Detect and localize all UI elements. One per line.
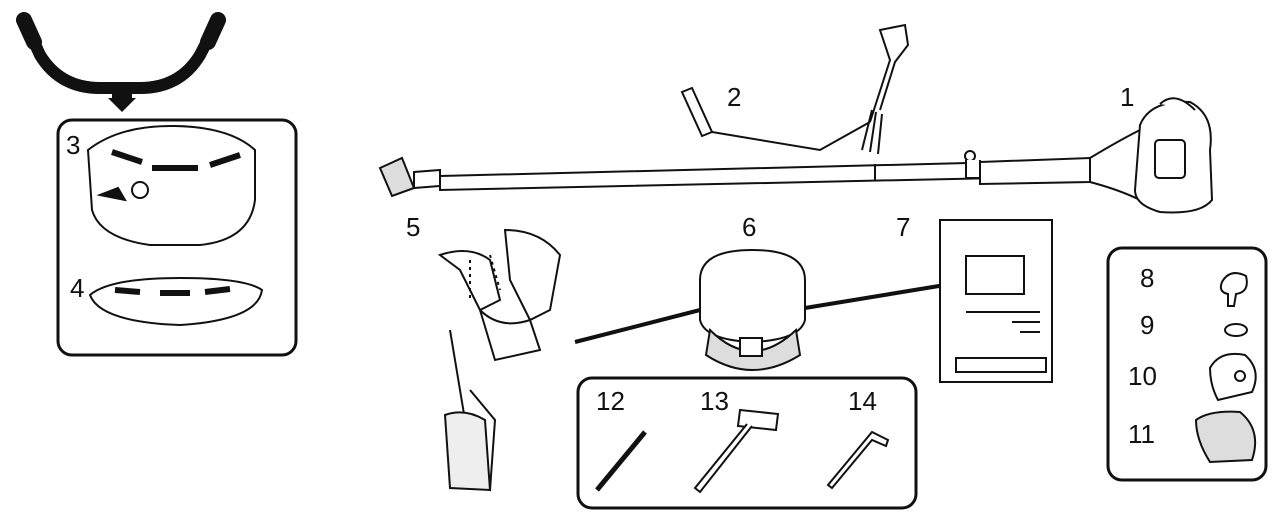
part-label-6: 6 [742, 212, 756, 242]
part-label-9: 9 [1140, 310, 1154, 340]
guard-extension-drawing [88, 276, 264, 327]
tools-box [576, 376, 918, 510]
part-label-12: 12 [596, 386, 625, 416]
throttle-handle-drawing [680, 23, 910, 155]
part-label-1: 1 [1120, 82, 1134, 112]
part-label-14: 14 [848, 386, 877, 416]
manual-drawing [939, 219, 1053, 383]
part-label-7: 7 [896, 212, 910, 242]
part-label-8: 8 [1140, 263, 1154, 293]
handlebar-drawing [16, 12, 226, 112]
part-label-2: 2 [727, 82, 741, 112]
guard-drawing [86, 124, 256, 246]
small-parts-drawing [1194, 272, 1257, 464]
part-label-3: 3 [66, 130, 80, 160]
part-label-5: 5 [406, 212, 420, 242]
part-label-11: 11 [1128, 419, 1155, 449]
trimmer-head-drawing [574, 248, 946, 371]
guard-box [56, 118, 298, 357]
small-parts-box [1106, 246, 1268, 482]
part-label-4: 4 [70, 273, 84, 303]
tools-drawing [595, 408, 890, 494]
shaft-drawing [378, 97, 1214, 214]
part-label-10: 10 [1128, 361, 1157, 391]
part-label-13: 13 [700, 386, 729, 416]
harness-drawing [437, 228, 562, 492]
